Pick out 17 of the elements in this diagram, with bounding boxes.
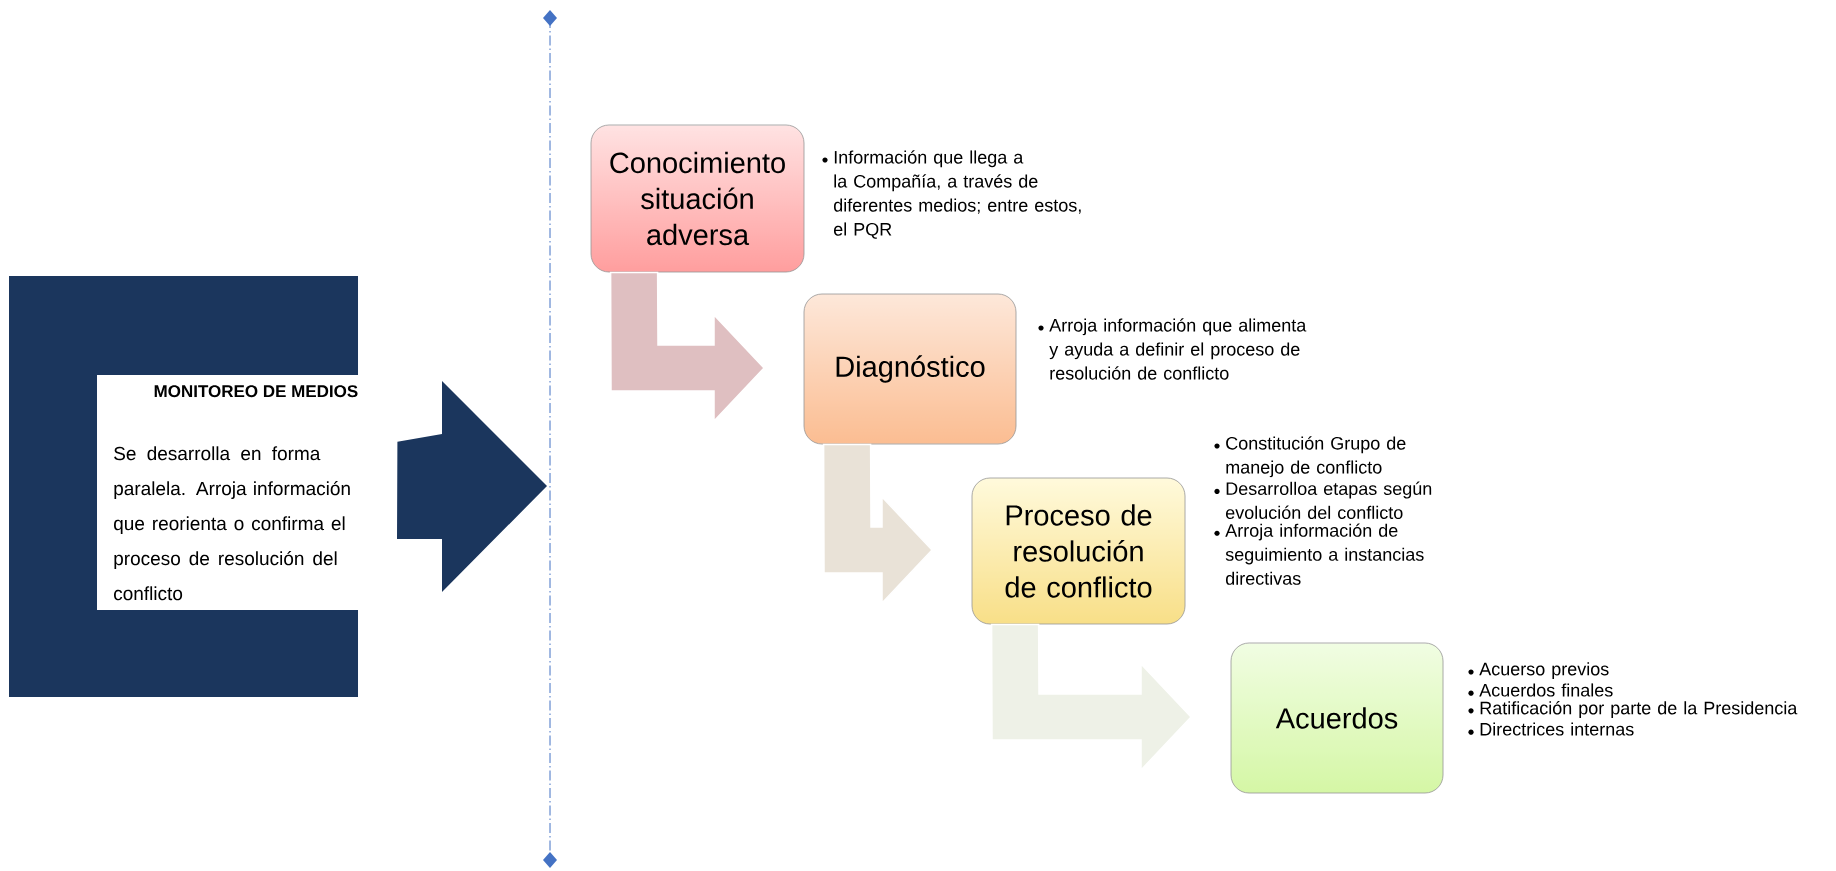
bullet-item: Desarrolloa etapas según evolución del conflicto [1214,481,1432,519]
bullet-item: Ratificación por parte de la Presidencia [1468,701,1798,718]
process-box: Acuerdos [1230,642,1444,794]
block-arrow [397,381,547,592]
bullet-item: Arroja información que alimenta y ayuda a definir el proceso de resolución de conflicto [1038,318,1307,380]
panel-heading: MONITOREO DE MEDIOS [154,385,358,398]
bullet-item: Acuerdos finales [1468,683,1613,697]
bullet-item: Acuerso previos [1468,662,1609,679]
process-box: Proceso de resolución de conflicto [971,477,1186,625]
monitoring-panel [9,276,358,697]
bullet-item: Constitución Grupo de manejo de conflicto [1214,436,1406,478]
process-box: Conocimiento situación adversa [590,124,805,273]
bullet-item: Directrices internas [1468,722,1634,736]
bullet-item: Información que llega a la Compañía, a través de diferentes medios; entre estos, el PQR [822,150,1081,239]
process-box: Diagnóstico [803,293,1017,445]
panel-text: Se desarrolla en forma paralela. Arroja información que reorienta o confirma el proceso de resolución del conflicto [114,446,350,601]
bullet-item: Arroja información de seguimiento a instancias directivas [1214,523,1424,585]
